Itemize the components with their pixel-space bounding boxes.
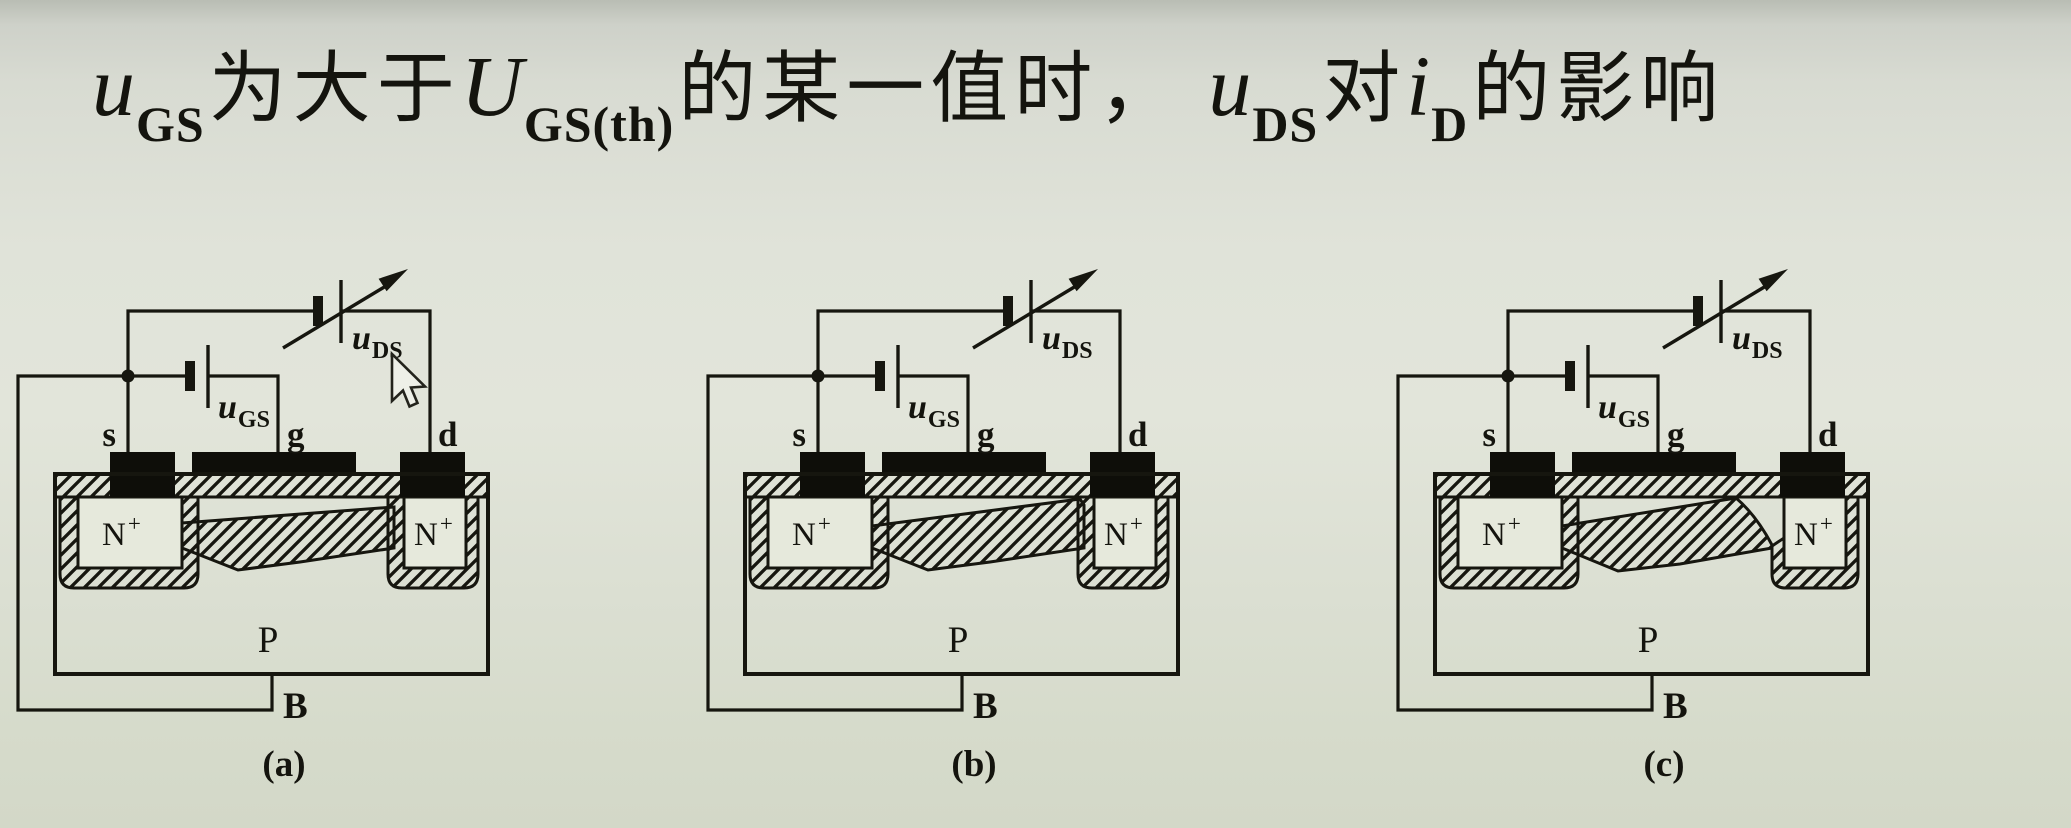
- channel-depletion-region: [180, 505, 396, 572]
- diagram-caption: (c): [1643, 744, 1684, 785]
- vgs-label: uGS: [218, 389, 270, 433]
- vgs-label: uGS: [1598, 389, 1650, 433]
- junction-dot: [811, 369, 825, 383]
- diagram-column-c: uDS uGS s g d N+ N+ P B (c): [1380, 196, 2070, 806]
- gate-electrode: [192, 452, 356, 474]
- body-return-wire: [1396, 374, 1654, 712]
- gate-terminal-label: g: [287, 415, 305, 454]
- mosfet-cross-section-c: uDS uGS s g d N+ N+ P B (c): [1396, 269, 1870, 785]
- nplus-source-label: N+: [1482, 511, 1521, 553]
- body-terminal-label: B: [283, 686, 308, 727]
- source-to-vds-wire: [126, 309, 318, 452]
- diagram-column-a: uDS uGS s g d N+ N+ P B (a): [0, 196, 690, 806]
- title-sub-d: D: [1431, 96, 1469, 152]
- vds-to-drain-wire: [1721, 309, 1812, 452]
- mouse-cursor-icon: [390, 350, 428, 409]
- variable-arrow-head-icon: [1758, 269, 1788, 292]
- junction-dot: [121, 369, 135, 383]
- junction-dot: [1501, 369, 1515, 383]
- body-return-wire: [706, 374, 964, 712]
- source-to-vds-wire: [816, 309, 1008, 452]
- drain-terminal-label: d: [1128, 415, 1148, 454]
- variable-arrow-head-icon: [378, 269, 408, 292]
- diagram-caption: (b): [951, 744, 996, 785]
- title-term-ugs: u: [92, 38, 136, 134]
- gate-terminal-label: g: [977, 415, 995, 454]
- nplus-drain-region: [1092, 495, 1158, 570]
- source-to-vds-wire: [1506, 309, 1698, 452]
- source-terminal-label: s: [102, 415, 116, 454]
- vgs-to-gate-wire: [898, 374, 970, 452]
- vgs-label: uGS: [908, 389, 960, 433]
- substrate-label: P: [258, 620, 279, 661]
- nplus-source-label: N+: [792, 511, 831, 553]
- vds-label: uDS: [352, 320, 403, 364]
- gate-terminal-label: g: [1667, 415, 1685, 454]
- title-term-uds: u: [1208, 38, 1253, 134]
- drain-terminal-label: d: [1818, 415, 1838, 454]
- nplus-source-region: [1456, 495, 1564, 570]
- slide-title: uGS为大于UGS(th)的某一值时，uDS对iD的影响: [92, 26, 2022, 152]
- gate-electrode: [1572, 452, 1736, 474]
- title-text-3: 对: [1322, 45, 1407, 132]
- diagram-caption: (a): [262, 744, 305, 785]
- vgs-to-gate-wire: [208, 374, 280, 452]
- nplus-source-region: [766, 495, 874, 570]
- vds-to-drain-wire: [341, 309, 432, 452]
- nplus-drain-label: N+: [1794, 511, 1833, 553]
- title-term-ugsth: U: [460, 38, 524, 134]
- title-sub-ds: DS: [1252, 96, 1319, 152]
- source-terminal-label: s: [1482, 415, 1496, 454]
- variable-arrow-head-icon: [1068, 269, 1098, 292]
- mosfet-cross-section-b: uDS uGS s g d N+ N+ P B (b): [706, 269, 1180, 785]
- source-terminal-label: s: [792, 415, 806, 454]
- body-terminal-label: B: [973, 686, 998, 727]
- title-term-id: i: [1406, 38, 1432, 134]
- vgs-to-gate-wire: [1588, 374, 1660, 452]
- mosfet-cross-section-a: uDS uGS s g d N+ N+ P B (a): [16, 269, 490, 785]
- diagram-column-b: uDS uGS s g d N+ N+ P B (b): [690, 196, 1380, 806]
- title-text-4: 的影响: [1472, 45, 1725, 132]
- gate-electrode: [882, 452, 1046, 474]
- title-text-2: 的某一值时，: [678, 45, 1183, 132]
- nplus-drain-label: N+: [1104, 511, 1143, 553]
- vds-to-drain-wire: [1031, 309, 1122, 452]
- substrate-label: P: [948, 620, 969, 661]
- nplus-drain-label: N+: [414, 511, 453, 553]
- title-sub-gs: GS: [136, 96, 205, 152]
- channel-depletion-region: [870, 497, 1086, 572]
- title-sub-gsth: GS(th): [523, 96, 675, 152]
- vds-label: uDS: [1732, 320, 1783, 364]
- nplus-source-region: [76, 495, 184, 570]
- nplus-drain-region: [1782, 495, 1848, 570]
- variable-arrow-shaft: [1662, 284, 1767, 350]
- diagram-row: uDS uGS s g d N+ N+ P B (a): [0, 196, 2071, 806]
- substrate-label: P: [1638, 620, 1659, 661]
- title-text-1: 为大于: [208, 45, 461, 132]
- variable-arrow-shaft: [282, 284, 387, 350]
- vds-label: uDS: [1042, 320, 1093, 364]
- variable-arrow-shaft: [972, 284, 1077, 350]
- body-return-wire: [16, 374, 274, 712]
- nplus-source-label: N+: [102, 511, 141, 553]
- channel-depletion-region: [1560, 496, 1774, 573]
- body-terminal-label: B: [1663, 686, 1688, 727]
- drain-terminal-label: d: [438, 415, 458, 454]
